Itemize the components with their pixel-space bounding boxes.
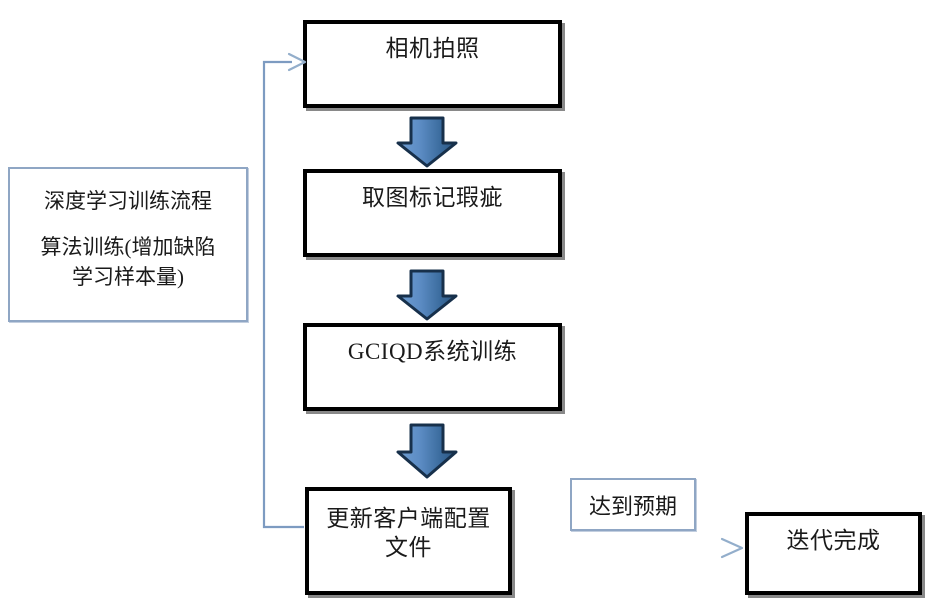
process-label-camera: 相机拍照 — [385, 36, 480, 61]
side-panel-body: 算法训练(增加缺陷 学习样本量) — [40, 234, 216, 289]
condition-label-box: 达到预期 — [570, 478, 696, 531]
condition-label-text: 达到预期 — [588, 494, 677, 519]
side-panel-heading: 深度学习训练流程 — [44, 189, 212, 213]
feedback-loop-connector — [262, 52, 307, 529]
process-box-mark-defect[interactable]: 取图标记瑕疵 — [303, 169, 562, 257]
process-box-gciqd-training[interactable]: GCIQD系统训练 — [303, 323, 562, 411]
process-label-iteration-done: 迭代完成 — [786, 528, 881, 553]
block-arrow-down-3 — [396, 423, 458, 479]
side-panel-training-description: 深度学习训练流程 算法训练(增加缺陷 学习样本量) — [8, 167, 248, 322]
block-arrow-down-2 — [396, 269, 458, 321]
side-panel-text: 深度学习训练流程 算法训练(增加缺陷 学习样本量) — [16, 187, 240, 292]
process-box-iteration-done[interactable]: 迭代完成 — [745, 512, 922, 595]
block-arrow-down-1 — [396, 116, 458, 168]
completion-connector — [513, 537, 744, 559]
process-label-update-config: 更新客户端配置 文件 — [326, 506, 491, 560]
process-box-camera[interactable]: 相机拍照 — [303, 20, 562, 108]
process-box-update-config[interactable]: 更新客户端配置 文件 — [305, 487, 512, 595]
process-label-mark-defect: 取图标记瑕疵 — [362, 185, 503, 210]
process-label-gciqd-training: GCIQD系统训练 — [347, 339, 518, 364]
